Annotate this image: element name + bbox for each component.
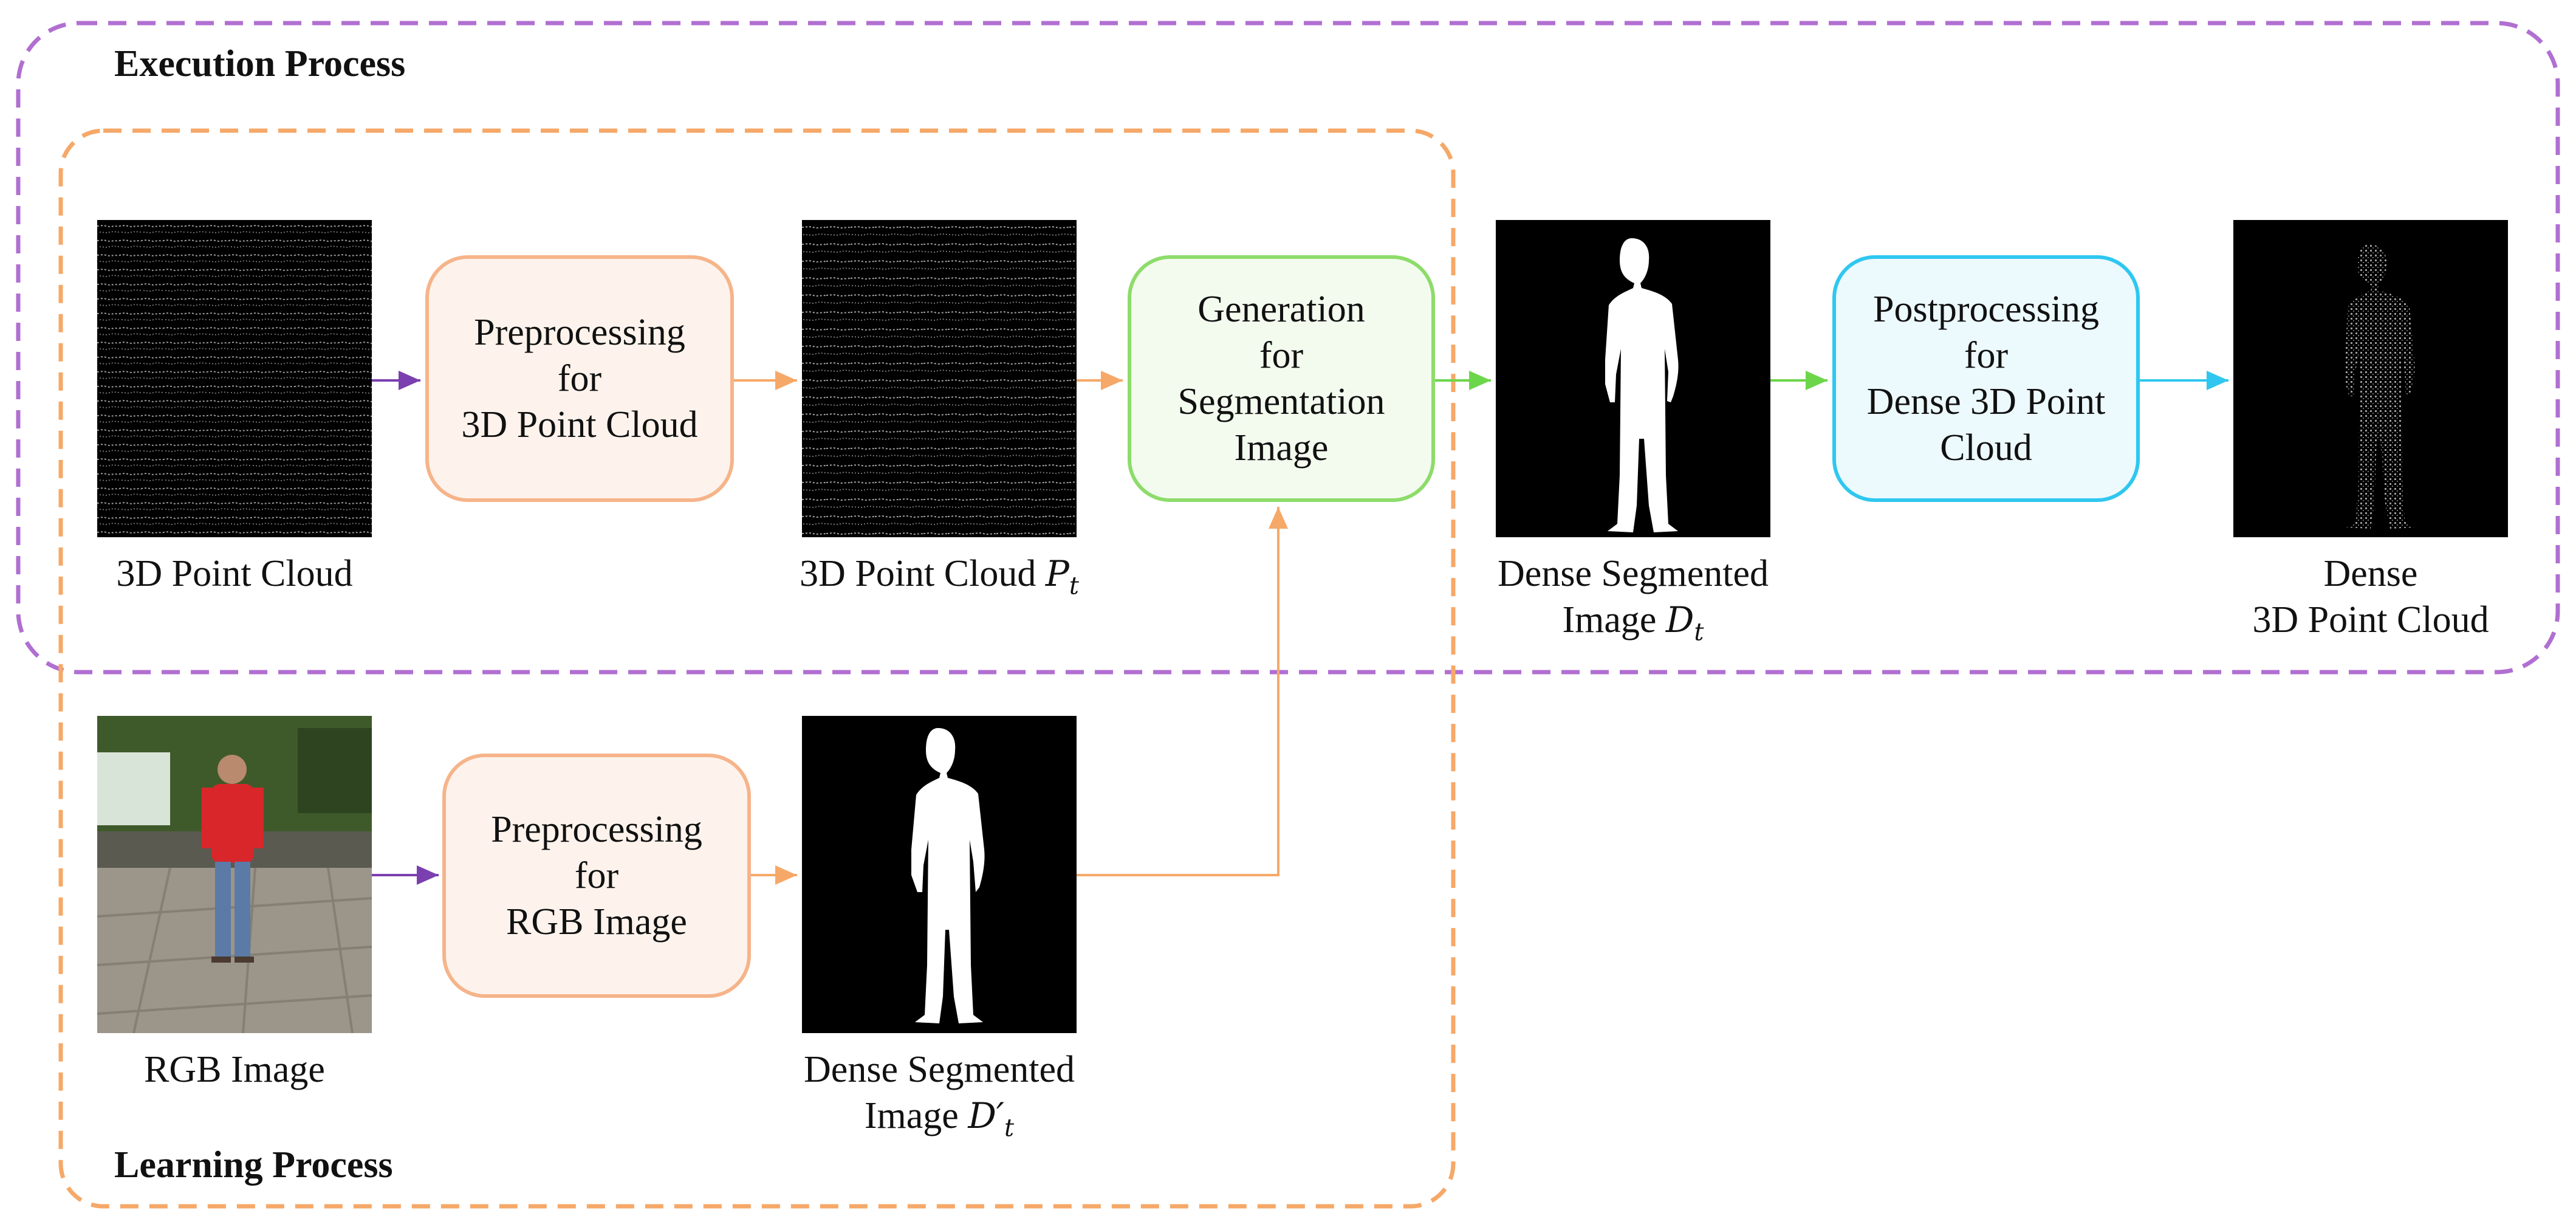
- box-line: Preprocessing: [491, 809, 702, 850]
- rgb-scene: [97, 716, 372, 1033]
- caption-text: RGB Image: [144, 1049, 325, 1090]
- box-line: Image: [1234, 427, 1329, 469]
- caption-text: 3D Point Cloud: [116, 553, 353, 594]
- symbol-p: P: [1045, 553, 1069, 594]
- caption-line-2: Image Dt: [1445, 597, 1821, 655]
- subscript-t: t: [1004, 1114, 1015, 1142]
- symbol-d-prime: D′: [968, 1095, 1004, 1136]
- point-cloud-input-image: [97, 220, 372, 537]
- generation-segmentation-box: Generation for Segmentation Image: [1128, 255, 1435, 502]
- caption-text: Image: [864, 1095, 968, 1136]
- silhouette-dprime: [911, 728, 985, 1023]
- caption-line: Dense Segmented: [1498, 553, 1769, 594]
- box-line: for: [1259, 335, 1304, 376]
- box-line: Preprocessing: [474, 312, 685, 353]
- caption-line-2: Image D′t: [747, 1093, 1131, 1151]
- dense-segmented-dt-image: [1496, 220, 1770, 537]
- execution-process-container: [16, 21, 2560, 675]
- caption-point-cloud-pt: 3D Point Cloud Pt: [747, 551, 1131, 609]
- box-line: Cloud: [1940, 427, 2032, 469]
- arrow-dense-dprime-to-generation: [1077, 507, 1288, 876]
- dense-segmented-dprime-image: [802, 716, 1077, 1033]
- caption-line: Dense: [2323, 553, 2418, 594]
- learning-process-label: Learning Process: [114, 1144, 393, 1186]
- rgb-image: [97, 716, 372, 1033]
- postprocessing-dense-cloud-box: Postprocessing for Dense 3D Point Cloud: [1832, 255, 2140, 502]
- caption-dense-dprime: Dense Segmented Image D′t: [747, 1046, 1131, 1151]
- caption-text: Image: [1562, 599, 1666, 641]
- box-line: RGB Image: [506, 901, 687, 943]
- preprocessing-rgb-box: Preprocessing for RGB Image: [442, 754, 751, 998]
- subscript-t: t: [1694, 618, 1704, 647]
- preprocessing-point-cloud-box: Preprocessing for 3D Point Cloud: [425, 255, 734, 502]
- symbol-d: D: [1665, 599, 1694, 641]
- box-line: 3D Point Cloud: [461, 404, 698, 445]
- box-line: Postprocessing: [1873, 289, 2099, 330]
- point-cloud-input-pattern: [97, 220, 372, 537]
- dense-point-cloud-image: [2233, 220, 2508, 537]
- caption-dense-dt: Dense Segmented Image Dt: [1445, 551, 1821, 655]
- box-line: Segmentation: [1177, 381, 1385, 422]
- caption-rgb: RGB Image: [67, 1046, 402, 1093]
- caption-line: Dense Segmented: [804, 1049, 1075, 1090]
- point-cloud-pt-pattern: [802, 220, 1077, 537]
- subscript-t: t: [1069, 572, 1079, 600]
- learning-process-container: [58, 128, 1456, 1209]
- execution-process-label: Execution Process: [114, 43, 406, 84]
- box-line: for: [557, 358, 602, 399]
- caption-point-cloud: 3D Point Cloud: [67, 551, 402, 597]
- point-cloud-pt-image: [802, 220, 1077, 537]
- box-line: Dense 3D Point: [1866, 381, 2106, 422]
- caption-dense-cloud: Dense 3D Point Cloud: [2182, 551, 2559, 643]
- box-line: for: [1964, 335, 2009, 376]
- caption-line: 3D Point Cloud: [2252, 599, 2489, 641]
- box-line: Generation: [1197, 289, 1365, 330]
- caption-text: 3D Point Cloud: [800, 553, 1046, 594]
- silhouette-dt: [1605, 238, 1679, 532]
- box-line: for: [574, 855, 619, 896]
- silhouette-dense-cloud: [2345, 244, 2415, 529]
